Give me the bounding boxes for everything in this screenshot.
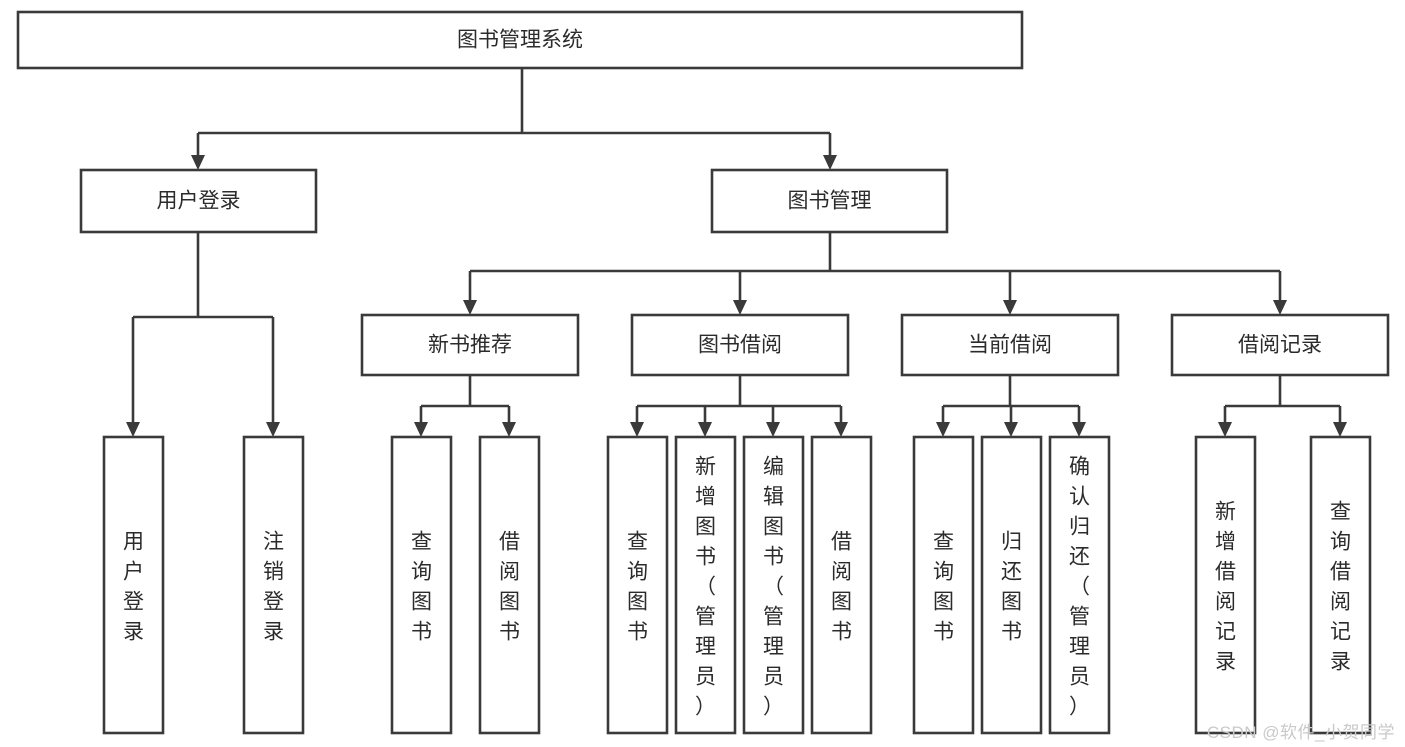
node-current-borrow[interactable]: 当前借阅	[900, 313, 1120, 377]
node-box[interactable]	[1170, 313, 1390, 377]
node-label: 查询图书	[627, 530, 648, 643]
arrow-head	[502, 422, 516, 437]
node-label: 查询借阅记录	[1330, 500, 1351, 673]
node-box[interactable]	[242, 435, 305, 735]
node-leaf-query-book-1[interactable]: 查询图书	[390, 435, 453, 735]
node-box[interactable]	[16, 10, 1024, 70]
node-box[interactable]	[1048, 435, 1111, 735]
node-label: 新增图书（管理员）	[695, 455, 716, 718]
conn-newbook-to-leaves	[414, 375, 516, 437]
node-box[interactable]	[390, 435, 453, 735]
connector-layer	[126, 68, 1347, 437]
conn-root-to-level2	[191, 68, 837, 170]
arrow-head	[126, 422, 140, 437]
conn-bookmanage-to-level3	[463, 232, 1287, 315]
node-label: 新书推荐	[428, 334, 512, 357]
node-label: 查询图书	[411, 530, 432, 643]
conn-userlogin-to-leaves	[126, 232, 280, 437]
node-leaf-edit-book[interactable]: 编辑图书（管理员）	[742, 435, 805, 735]
node-box[interactable]	[674, 435, 737, 735]
node-root[interactable]: 图书管理系统	[16, 10, 1024, 70]
node-box[interactable]	[810, 435, 873, 735]
node-label: 当前借阅	[968, 334, 1052, 357]
node-label: 借阅图书	[499, 530, 520, 643]
node-label: 图书管理系统	[457, 29, 583, 52]
node-leaf-query-book-2[interactable]: 查询图书	[606, 435, 669, 735]
conn-bookborrow-to-leaves	[630, 375, 848, 437]
node-book-manage[interactable]: 图书管理	[710, 168, 949, 234]
node-box[interactable]	[1309, 435, 1372, 735]
node-label: 用户登录	[123, 530, 144, 643]
node-leaf-user-login[interactable]: 用户登录	[102, 435, 165, 735]
node-borrow-record[interactable]: 借阅记录	[1170, 313, 1390, 377]
node-layer: 图书管理系统用户登录图书管理新书推荐图书借阅当前借阅借阅记录用户登录注销登录查询…	[16, 10, 1390, 735]
node-box[interactable]	[742, 435, 805, 735]
node-label: 用户登录	[157, 190, 241, 213]
node-box[interactable]	[912, 435, 975, 735]
node-box[interactable]	[102, 435, 165, 735]
node-box[interactable]	[1194, 435, 1257, 735]
node-leaf-borrow-book-2[interactable]: 借阅图书	[810, 435, 873, 735]
arrow-head	[463, 300, 477, 315]
node-label: 图书借阅	[698, 334, 782, 357]
node-new-book-rec[interactable]: 新书推荐	[360, 313, 580, 377]
node-leaf-add-record[interactable]: 新增借阅记录	[1194, 435, 1257, 735]
arrow-head	[1273, 300, 1287, 315]
conn-record-to-leaves	[1218, 375, 1347, 437]
node-box[interactable]	[79, 168, 318, 234]
arrow-head	[414, 422, 428, 437]
node-user-login[interactable]: 用户登录	[79, 168, 318, 234]
conn-currborrow-to-leaves	[936, 375, 1086, 437]
node-box[interactable]	[980, 435, 1043, 735]
arrow-head	[823, 155, 837, 170]
node-label: 编辑图书（管理员）	[763, 455, 784, 718]
arrow-head	[1003, 300, 1017, 315]
arrow-head	[834, 422, 848, 437]
arrow-head	[630, 422, 644, 437]
node-leaf-user-logout[interactable]: 注销登录	[242, 435, 305, 735]
node-label: 新增借阅记录	[1215, 500, 1236, 673]
node-leaf-query-book-3[interactable]: 查询图书	[912, 435, 975, 735]
node-box[interactable]	[606, 435, 669, 735]
node-leaf-confirm-return[interactable]: 确认归还（管理员）	[1048, 435, 1111, 735]
arrow-head	[698, 422, 712, 437]
arrow-head	[936, 422, 950, 437]
arrow-head	[1004, 422, 1018, 437]
node-label: 借阅记录	[1238, 334, 1322, 357]
node-label: 查询图书	[933, 530, 954, 643]
node-box[interactable]	[900, 313, 1120, 377]
node-box[interactable]	[630, 313, 850, 377]
arrow-head	[266, 422, 280, 437]
node-label: 注销登录	[263, 530, 284, 643]
node-box[interactable]	[478, 435, 541, 735]
node-label: 借阅图书	[831, 530, 852, 643]
arrow-head	[1218, 422, 1232, 437]
arrow-head	[733, 300, 747, 315]
node-leaf-add-book[interactable]: 新增图书（管理员）	[674, 435, 737, 735]
node-box[interactable]	[360, 313, 580, 377]
node-label: 归还图书	[1001, 530, 1022, 643]
arrow-head	[1072, 422, 1086, 437]
node-leaf-query-record[interactable]: 查询借阅记录	[1309, 435, 1372, 735]
node-leaf-borrow-book-1[interactable]: 借阅图书	[478, 435, 541, 735]
node-label: 图书管理	[788, 190, 872, 213]
node-leaf-return-book[interactable]: 归还图书	[980, 435, 1043, 735]
arrow-head	[766, 422, 780, 437]
node-book-borrow[interactable]: 图书借阅	[630, 313, 850, 377]
node-box[interactable]	[710, 168, 949, 234]
arrow-head	[1333, 422, 1347, 437]
arrow-head	[191, 155, 205, 170]
node-label: 确认归还（管理员）	[1069, 455, 1090, 718]
